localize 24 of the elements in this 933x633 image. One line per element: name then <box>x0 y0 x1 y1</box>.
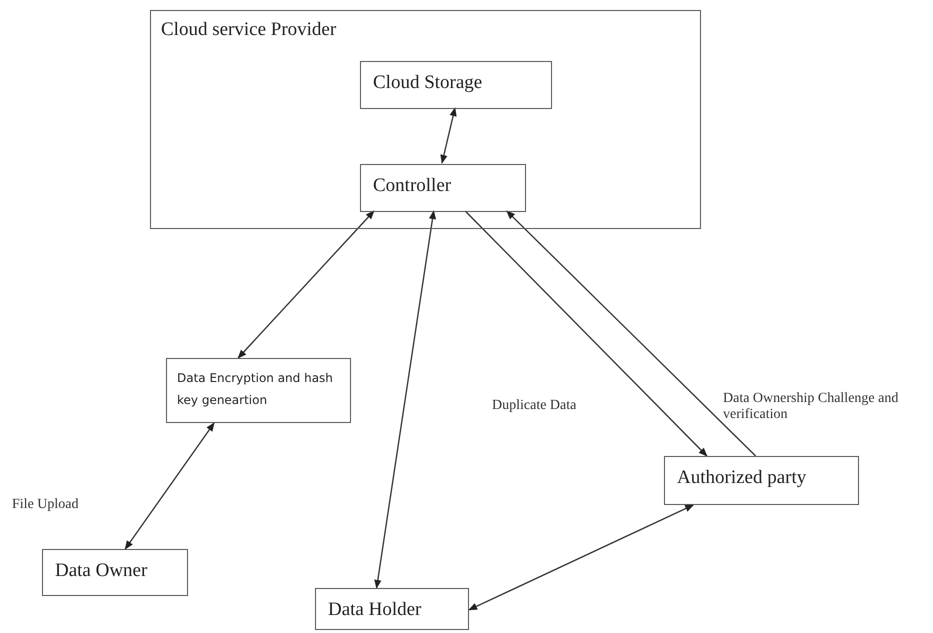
process-box <box>166 358 351 423</box>
process-box <box>664 456 859 505</box>
box-label: Data Encryption and hash key geneartion <box>177 370 334 409</box>
box-label: Data Holder <box>328 599 422 621</box>
arrow <box>124 422 215 550</box>
arrow <box>506 210 756 456</box>
process-box <box>360 164 526 212</box>
flow-note: Duplicate Data <box>492 398 578 414</box>
box-label: Controller <box>373 175 452 197</box>
process-box <box>42 549 188 596</box>
process-box <box>360 61 552 109</box>
flow-note: File Upload <box>12 497 80 513</box>
flow-note: Data Ownership Challenge and verification <box>723 391 900 423</box>
container-title: Cloud service Provider <box>161 19 336 41</box>
box-label: Data Owner <box>55 560 148 582</box>
arrow <box>238 210 375 359</box>
arrow <box>374 210 436 589</box>
box-label: Cloud Storage <box>373 72 482 94</box>
process-box <box>150 10 701 229</box>
arrow <box>440 107 457 164</box>
arrow <box>468 504 694 610</box>
arrow <box>464 210 708 457</box>
process-box <box>315 588 469 630</box>
box-label: Authorized party <box>677 467 806 489</box>
